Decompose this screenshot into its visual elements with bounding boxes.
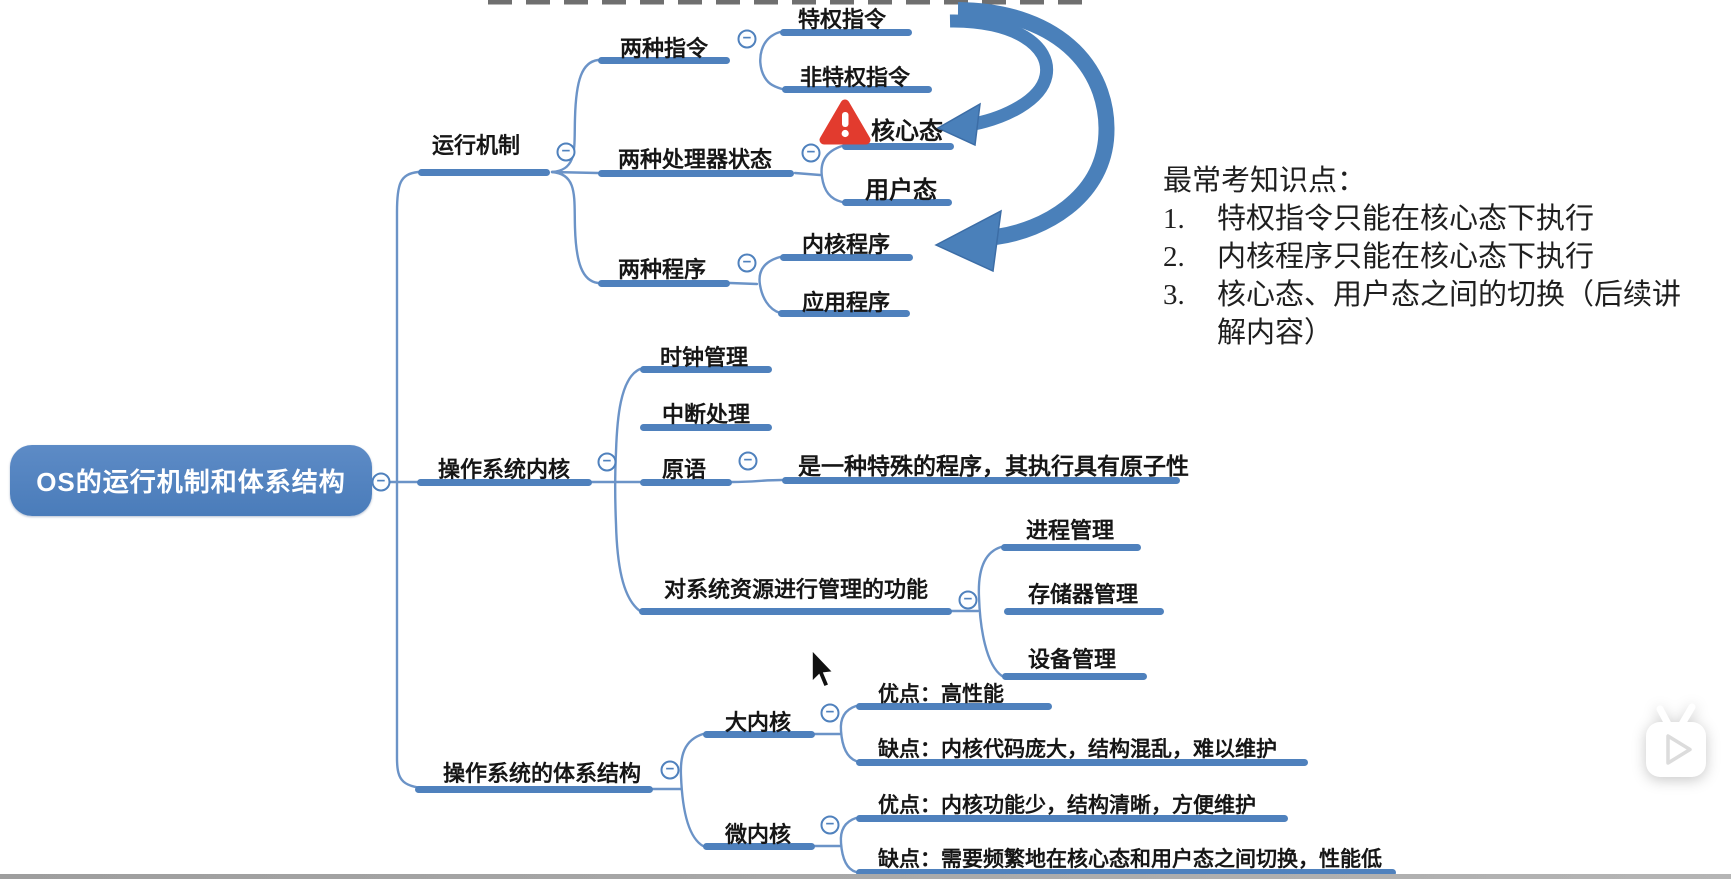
annotation-item-number: 3. (1163, 279, 1185, 311)
node-label[interactable]: 缺点：内核代码庞大，结构混乱，难以维护 (878, 738, 1277, 761)
collapse-button[interactable]: − (556, 142, 576, 162)
collapse-button[interactable]: − (820, 815, 840, 835)
annotation-item-text: 核心态、用户态之间的切换（后续讲解内容） (1217, 279, 1682, 349)
tv-play-icon (1646, 703, 1706, 777)
node-underlines (415, 29, 1396, 876)
node-label[interactable]: 两种指令 (620, 36, 709, 61)
node-label[interactable]: 操作系统的体系结构 (443, 761, 642, 786)
node-label[interactable]: 两种处理器状态 (618, 147, 773, 172)
annotation-item-number: 2. (1163, 241, 1185, 273)
emphasis-arrow-to-kernel-program (934, 2, 1115, 273)
warning-icon (819, 99, 871, 145)
mouse-cursor-icon (811, 648, 835, 689)
node-label[interactable]: 非特权指令 (800, 65, 911, 90)
node-label[interactable]: 微内核 (725, 822, 792, 847)
video-play-button[interactable] (1638, 700, 1718, 784)
node-label[interactable]: 操作系统内核 (438, 457, 571, 482)
annotation-item-number: 1. (1163, 203, 1185, 235)
node-label[interactable]: 内核程序 (802, 232, 891, 257)
annotation-item-text: 特权指令只能在核心态下执行 (1217, 203, 1595, 235)
node-label[interactable]: 进程管理 (1026, 518, 1115, 543)
collapse-button[interactable]: − (801, 143, 821, 163)
node-label[interactable]: 时钟管理 (660, 345, 749, 370)
node-label[interactable]: 应用程序 (802, 290, 891, 315)
node-label[interactable]: 对系统资源进行管理的功能 (664, 577, 929, 602)
node-label[interactable]: 用户态 (865, 177, 937, 204)
node-label[interactable]: 特权指令 (798, 7, 887, 32)
collapse-button[interactable]: − (737, 253, 757, 273)
collapse-button[interactable]: − (820, 703, 840, 723)
node-label[interactable]: 两种程序 (618, 257, 707, 282)
collapse-button[interactable]: − (660, 760, 680, 780)
root-node[interactable]: OS的运行机制和体系结构 (10, 445, 372, 516)
collapse-button[interactable]: − (597, 452, 617, 472)
node-label[interactable]: 优点：内核功能少，结构清晰，方便维护 (878, 794, 1256, 817)
node-label-kernel-mode[interactable]: 核心态 (871, 118, 943, 145)
node-label[interactable]: 中断处理 (662, 402, 751, 427)
annotation-title: 最常考知识点： (1163, 165, 1367, 197)
node-label[interactable]: 运行机制 (432, 133, 521, 158)
node-label[interactable]: 优点：高性能 (878, 683, 1004, 706)
bottom-edge-strip (0, 874, 1731, 879)
node-label[interactable]: 大内核 (725, 710, 792, 735)
collapse-button[interactable]: − (737, 29, 757, 49)
annotation-item: 3. 核心态、用户态之间的切换（后续讲解内容） (1163, 276, 1687, 352)
collapse-button[interactable]: − (958, 590, 978, 610)
node-label[interactable]: 缺点：需要频繁地在核心态和用户态之间切换，性能低 (878, 848, 1382, 871)
emphasis-arrow-to-kernel-mode (936, 14, 1054, 147)
branch-connectors (370, 30, 1004, 874)
node-label[interactable]: 存储器管理 (1028, 582, 1139, 607)
node-label[interactable]: 设备管理 (1028, 647, 1117, 672)
collapse-button[interactable]: − (738, 451, 758, 471)
annotation-item: 2. 内核程序只能在核心态下执行 (1163, 238, 1687, 276)
node-label[interactable]: 是一种特殊的程序，其执行具有原子性 (798, 453, 1189, 479)
node-label[interactable]: 原语 (662, 457, 707, 482)
annotation-item-text: 内核程序只能在核心态下执行 (1217, 241, 1595, 273)
collapse-button-root[interactable]: − (371, 472, 391, 492)
annotation-item: 1. 特权指令只能在核心态下执行 (1163, 200, 1687, 238)
